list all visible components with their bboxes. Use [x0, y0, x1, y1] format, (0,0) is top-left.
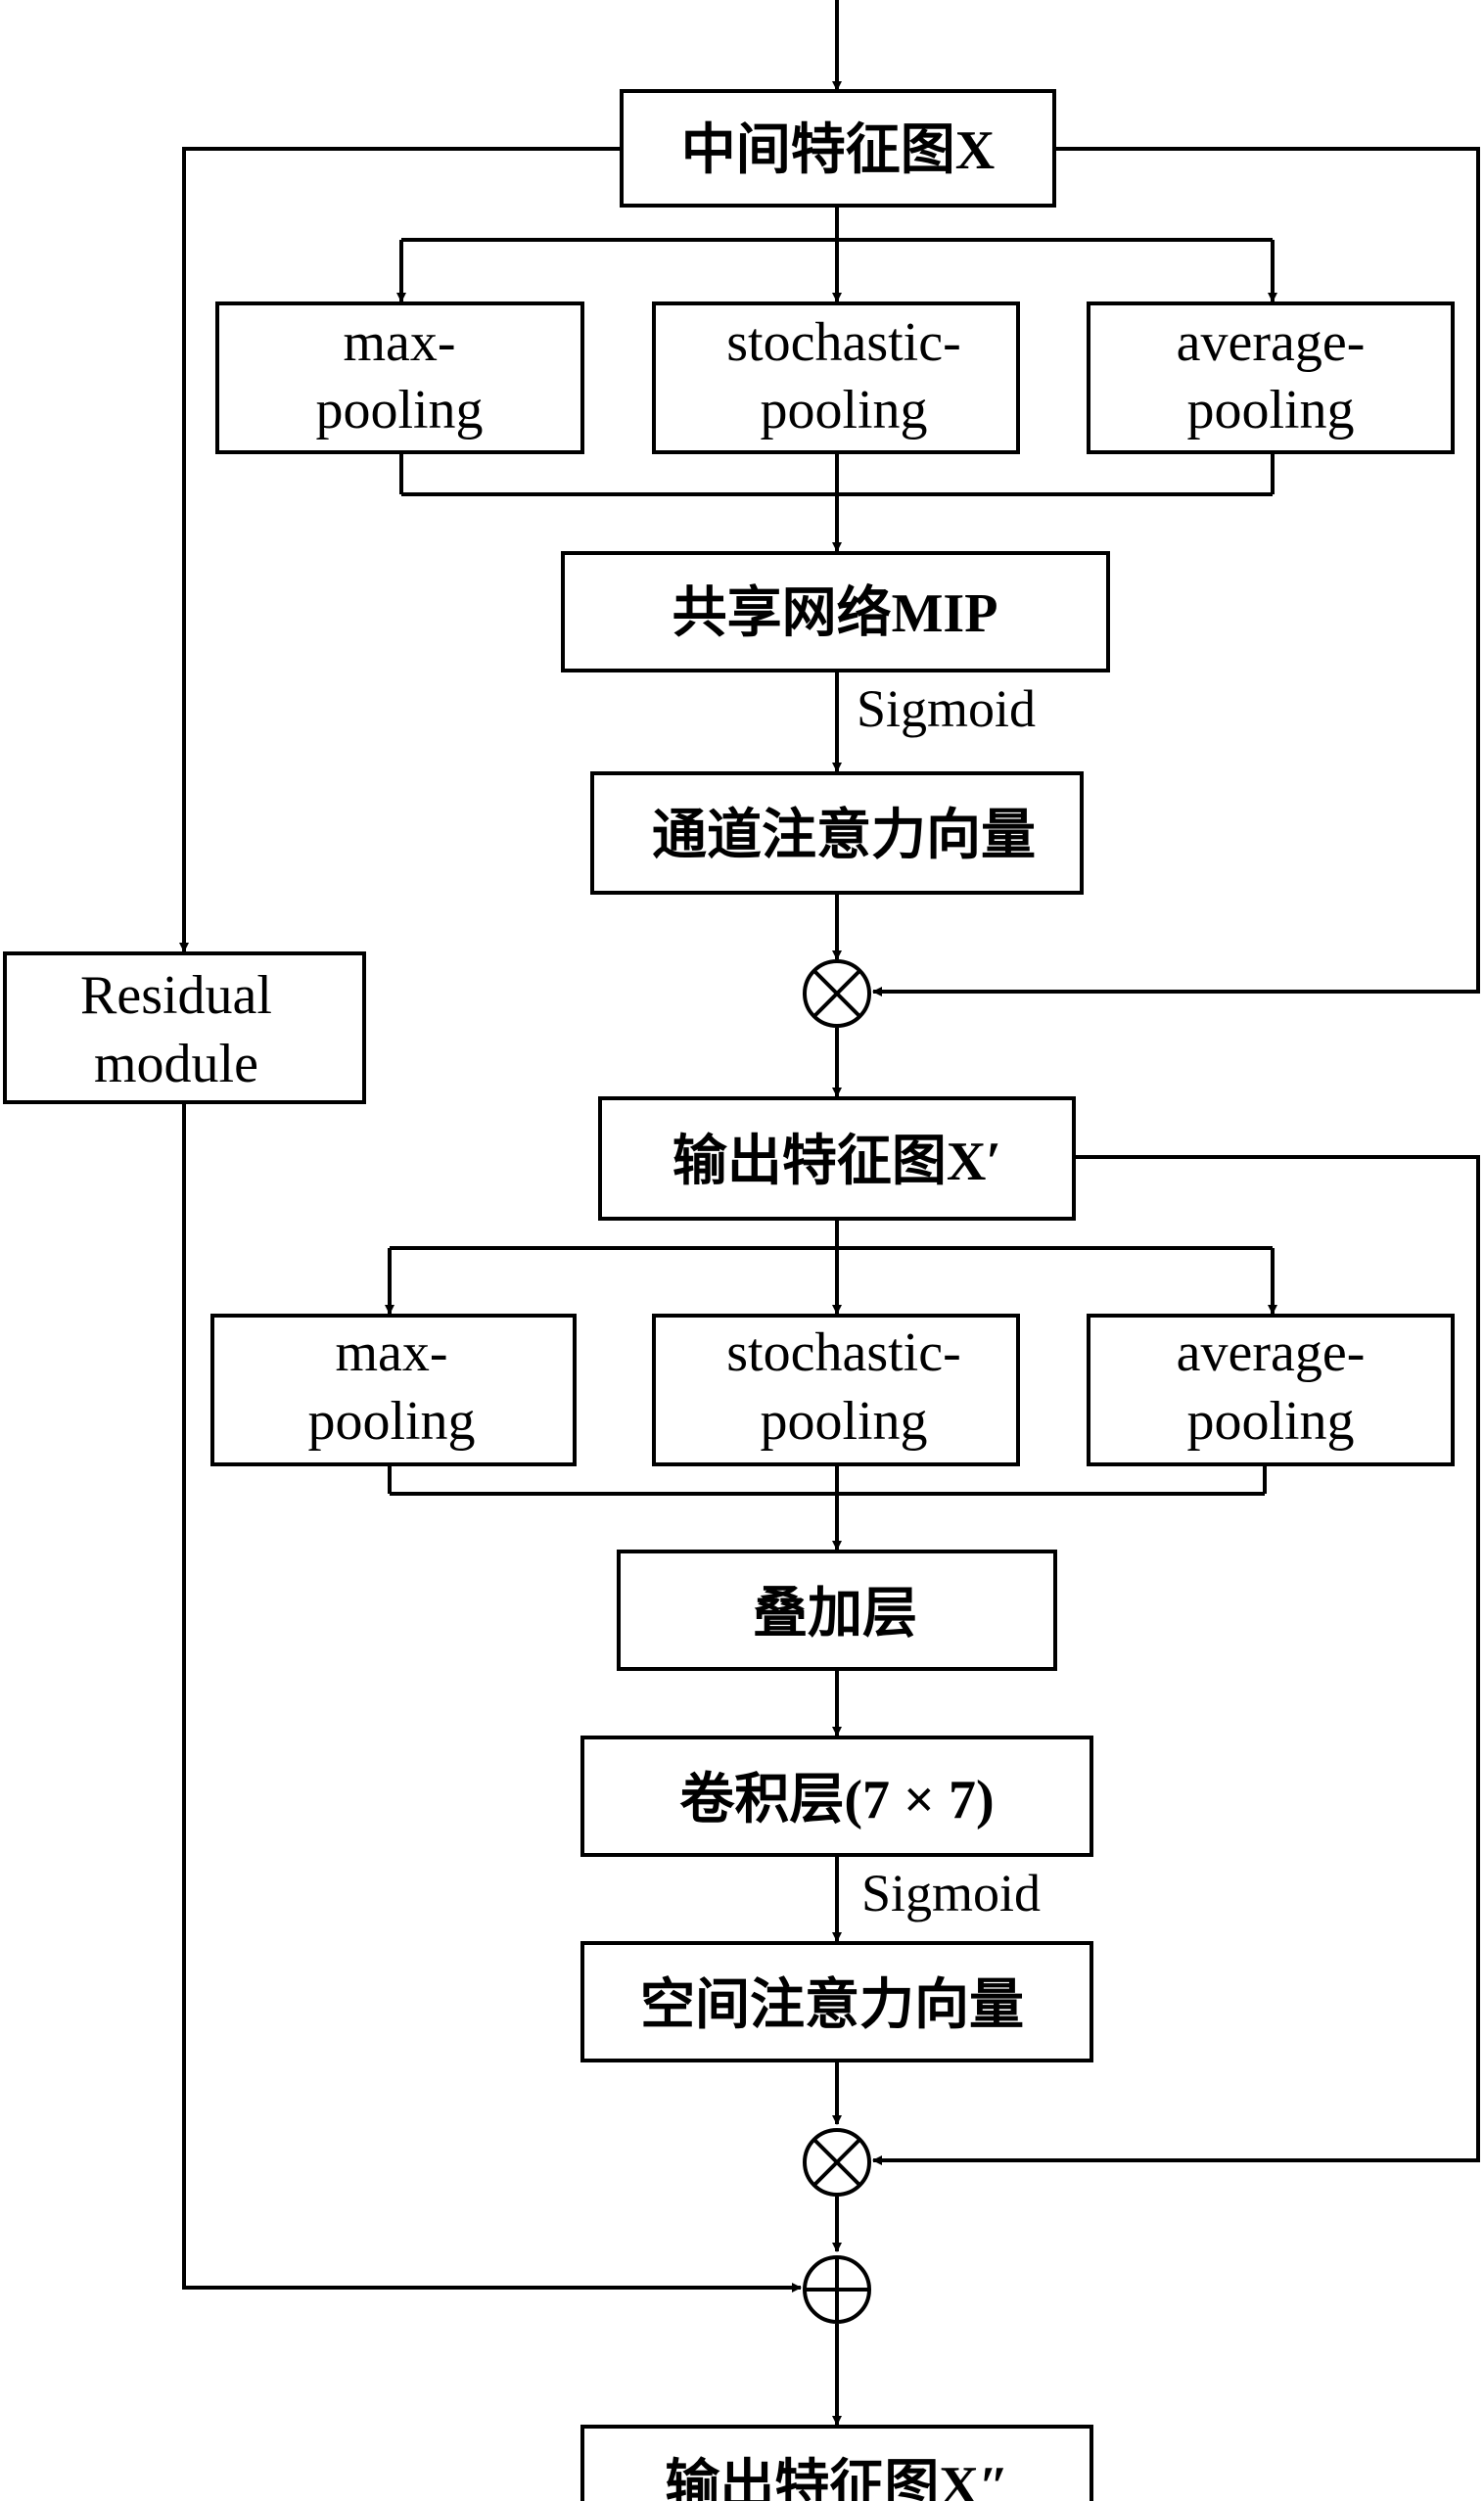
- residual-to-add: [182, 1102, 802, 2293]
- xp-right-branch: [872, 1155, 1480, 2165]
- node-shared-network: 共享网络MIP: [561, 551, 1110, 672]
- multiply-operator-1: [803, 959, 871, 1028]
- sigmoid-label-1: Sigmoid: [857, 679, 1036, 738]
- node-spatial-vector: 空间注意力向量: [580, 1941, 1093, 2062]
- node-channel-vector: 通道注意力向量: [590, 771, 1084, 895]
- node-output-feature-2: 输出特征图X″: [580, 2425, 1093, 2501]
- pool1-stoch-line2: pooling: [760, 380, 927, 440]
- node-pool1-avg: average- pooling: [1087, 301, 1455, 454]
- residual-line1: Residual: [80, 965, 272, 1026]
- shared-network-label: 共享网络MIP: [672, 582, 998, 644]
- x-left-branch: [179, 147, 622, 952]
- pool2-avg-line1: average-: [1177, 1322, 1366, 1383]
- intermediate-feature-label: 中间特征图X: [681, 120, 995, 181]
- residual-line2: module: [94, 1034, 258, 1094]
- pool1-max-line2: pooling: [315, 380, 483, 440]
- channel-vector-label: 通道注意力向量: [652, 806, 1036, 866]
- pool2-avg-line2: pooling: [1186, 1391, 1354, 1452]
- pool1-max-line1: max-: [343, 312, 455, 373]
- pool2-max-line1: max-: [335, 1322, 447, 1383]
- output-feature-1-label: 输出特征图X′: [672, 1132, 1001, 1192]
- pool1-stoch-line1: stochastic-: [726, 312, 960, 373]
- node-pool1-stoch: stochastic- pooling: [652, 301, 1020, 454]
- conv-layer-label: 卷积层(7 × 7): [679, 1770, 994, 1830]
- stack-layer-label: 叠加层: [753, 1584, 917, 1644]
- x-right-branch: [872, 147, 1480, 996]
- node-pool2-avg: average- pooling: [1087, 1314, 1455, 1466]
- node-stack-layer: 叠加层: [617, 1550, 1057, 1671]
- pool1-avg-line2: pooling: [1186, 380, 1354, 440]
- pool2-stoch-line1: stochastic-: [726, 1322, 960, 1383]
- connectors: [179, 0, 1480, 2426]
- pool1-avg-line1: average-: [1177, 312, 1366, 373]
- pool2-max-line2: pooling: [307, 1391, 475, 1452]
- pool2-stoch-line2: pooling: [760, 1391, 927, 1452]
- node-conv-layer: 卷积层(7 × 7): [580, 1736, 1093, 1857]
- add-operator: [803, 2255, 871, 2324]
- node-intermediate-feature: 中间特征图X: [620, 89, 1056, 208]
- node-output-feature-1: 输出特征图X′: [598, 1096, 1076, 1221]
- multiply-operator-2: [803, 2128, 871, 2197]
- node-pool2-max: max- pooling: [210, 1314, 577, 1466]
- node-pool2-stoch: stochastic- pooling: [652, 1314, 1020, 1466]
- spatial-vector-label: 空间注意力向量: [640, 1975, 1024, 2036]
- sigmoid-label-2: Sigmoid: [861, 1864, 1041, 1922]
- node-pool1-max: max- pooling: [215, 301, 584, 454]
- node-residual: Residual module: [3, 951, 366, 1104]
- output-feature-2-label: 输出特征图X″: [665, 2456, 1008, 2501]
